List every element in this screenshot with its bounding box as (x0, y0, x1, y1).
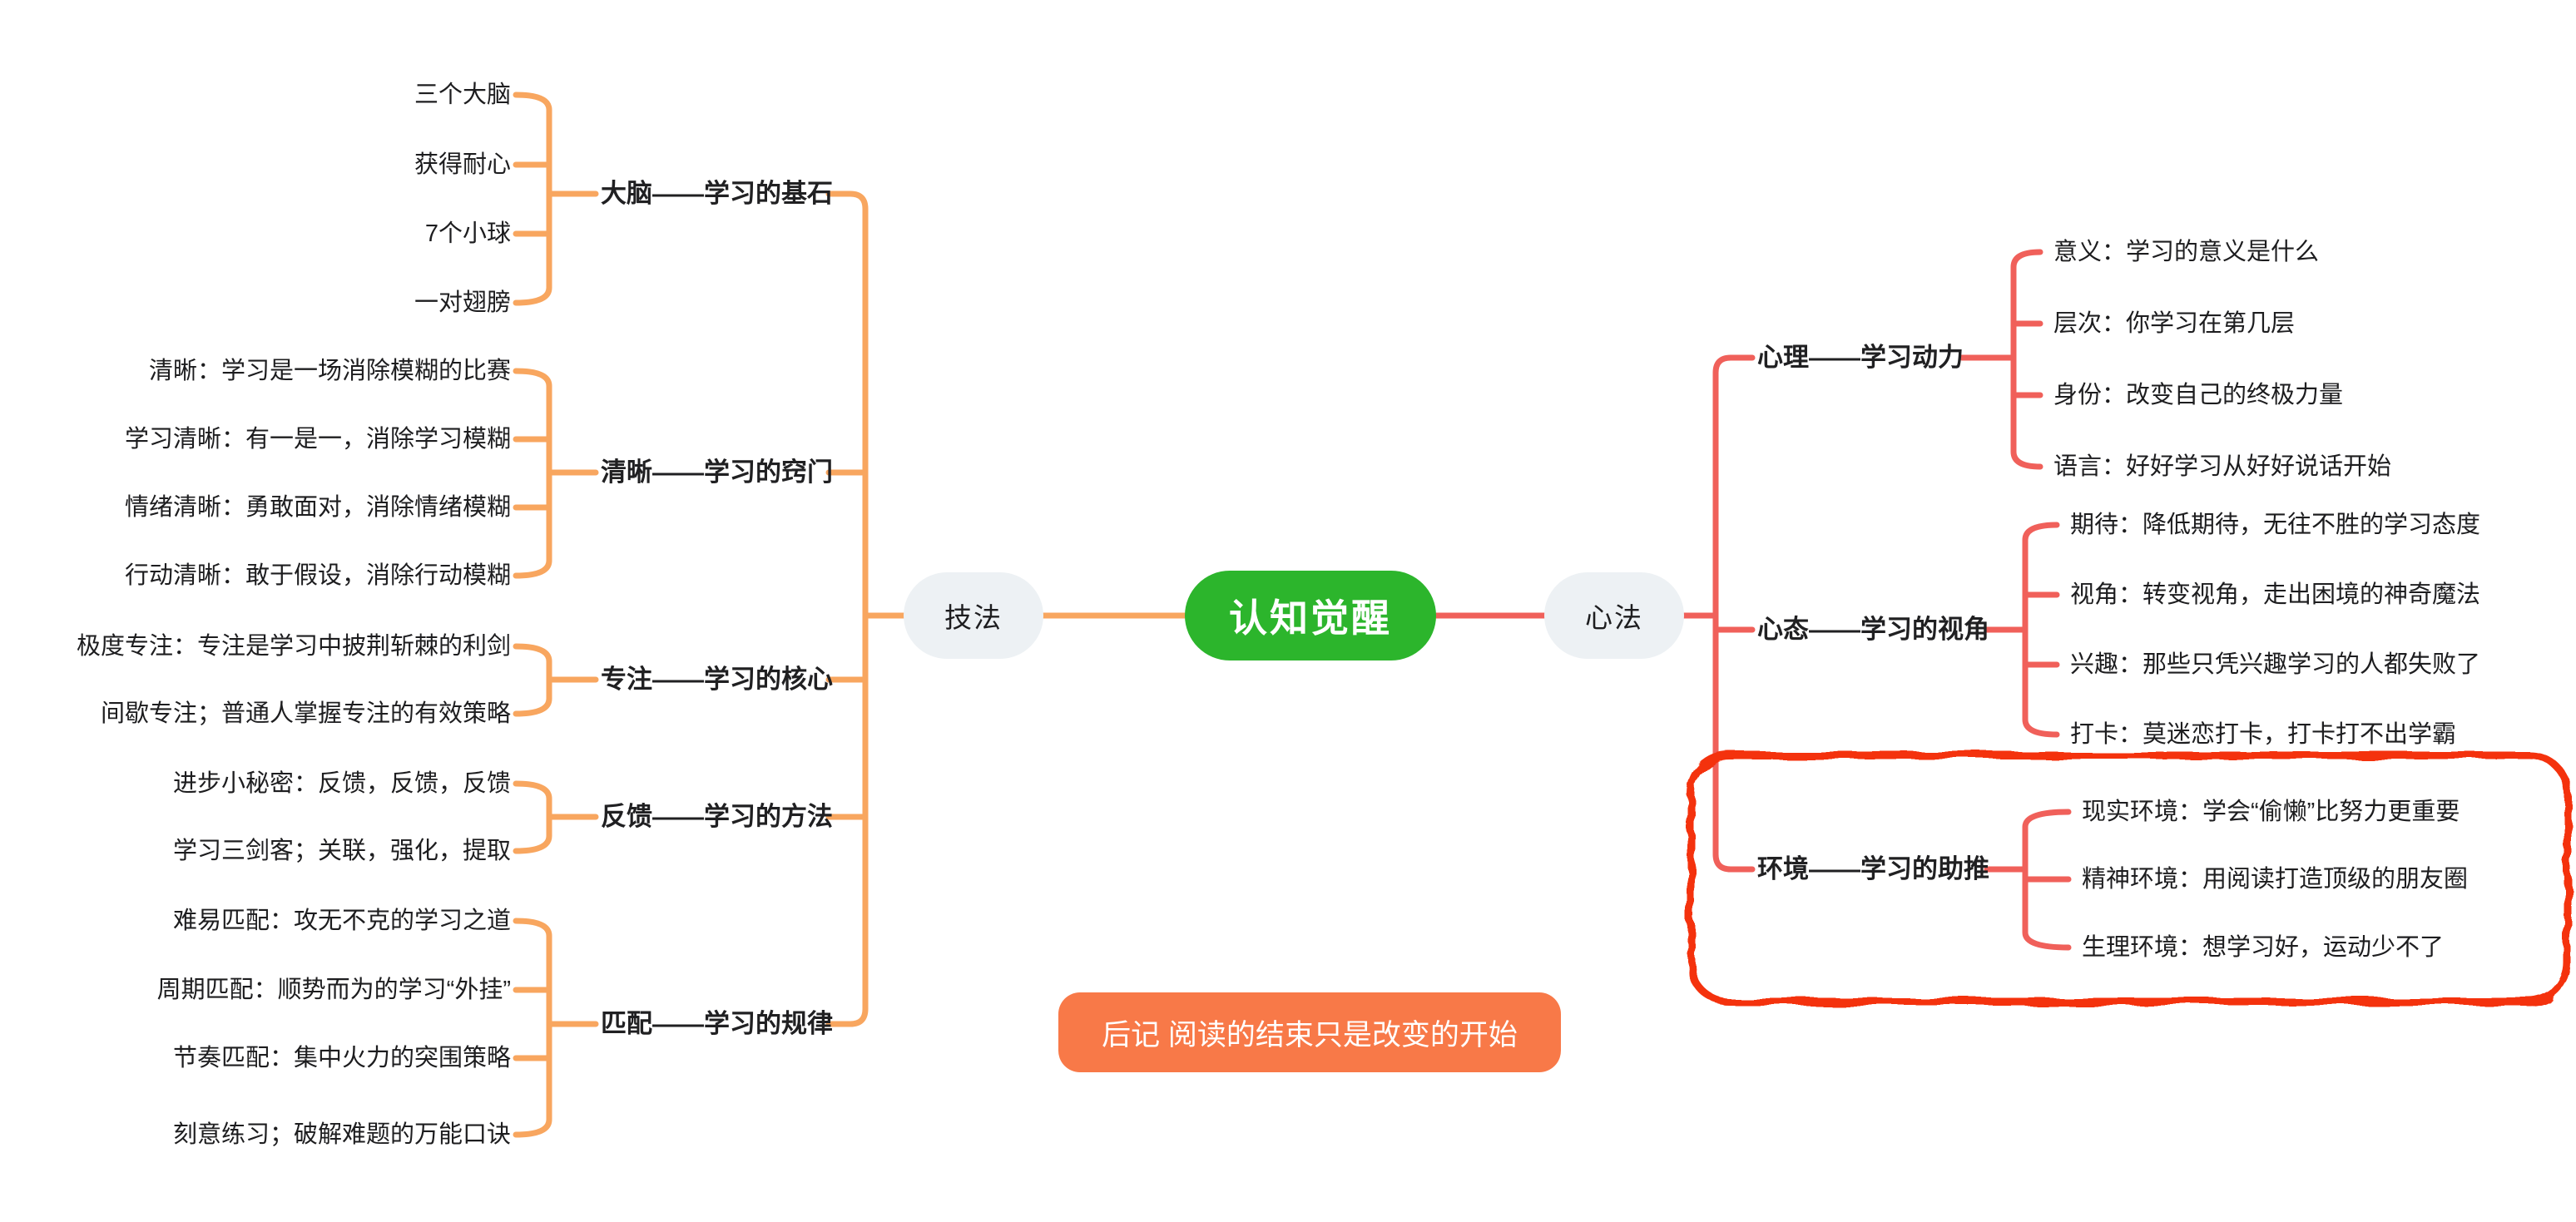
connector-line (513, 92, 552, 306)
topic-item[interactable]: 打卡：莫迷恋打卡，打卡打不出学霸 (2070, 721, 2457, 748)
connector-line (825, 190, 869, 1027)
topic-item[interactable]: 期待：降低期待，无往不胜的学习态度 (2070, 512, 2481, 538)
topic-item[interactable]: 清晰：学习是一场消除模糊的比赛 (148, 358, 511, 384)
branch-node-left[interactable]: 技法 (904, 572, 1043, 659)
topic-item[interactable]: 精神环境：用阅读打造顶级的朋友圈 (2082, 866, 2469, 893)
branch-right-label: 心法 (1585, 602, 1643, 633)
topic-item[interactable]: 刻意练习；破解难题的万能口诀 (172, 1121, 511, 1148)
topic-item[interactable]: 节奏匹配：集中火力的突围策略 (172, 1045, 511, 1071)
left-group-label-4[interactable]: 匹配——学习的规律 (601, 1009, 833, 1038)
topic-item[interactable]: 兴趣：那些只凭兴趣学习的人都失败了 (2070, 651, 2481, 678)
left-group-label-2[interactable]: 专注——学习的核心 (601, 665, 833, 694)
topic-item[interactable]: 行动清晰：敢于假设，消除行动模糊 (124, 562, 511, 589)
connector-line (1712, 354, 1756, 873)
topic-item[interactable]: 难易匹配：攻无不克的学习之道 (172, 908, 511, 934)
connectors (513, 92, 2072, 1138)
right-group-label-1[interactable]: 心态——学习的视角 (1757, 615, 1989, 644)
left-group-label-1[interactable]: 清晰——学习的窍门 (601, 458, 833, 487)
topic-item[interactable]: 情绪清晰：勇敢面对，消除情绪模糊 (124, 494, 511, 521)
topic-item[interactable]: 学习清晰：有一是一，消除学习模糊 (124, 426, 511, 453)
topic-item[interactable]: 生理环境：想学习好，运动少不了 (2082, 934, 2445, 961)
topic-item[interactable]: 语言：好好学习从好好说话开始 (2053, 453, 2392, 480)
branch-left-label: 技法 (944, 602, 1003, 633)
topic-item[interactable]: 一对翅膀 (414, 289, 511, 316)
connector-line (513, 368, 552, 579)
central-topic[interactable]: 认知觉醒 (1185, 571, 1436, 660)
topic-item[interactable]: 周期匹配：顺势而为的学习“外挂” (156, 977, 511, 1003)
topic-item[interactable]: 现实环境：学会“偷懒”比努力更重要 (2082, 799, 2460, 825)
topic-item[interactable]: 视角：转变视角，走出困境的神奇魔法 (2070, 581, 2481, 608)
connector-line (513, 918, 552, 1138)
topic-item[interactable]: 意义：学习的意义是什么 (2053, 239, 2320, 265)
topic-item[interactable]: 获得耐心 (414, 151, 511, 178)
left-group-label-3[interactable]: 反馈——学习的方法 (601, 802, 833, 831)
highlight-outline (1687, 751, 2572, 1006)
left-group-label-0[interactable]: 大脑——学习的基石 (601, 179, 833, 208)
postscript-node[interactable]: 后记 阅读的结束只是改变的开始 (1058, 992, 1561, 1072)
topic-item[interactable]: 三个大脑 (414, 82, 511, 108)
topic-item[interactable]: 间歇专注；普通人掌握专注的有效策略 (100, 700, 511, 727)
connector-line (2010, 249, 2043, 470)
right-group-label-0[interactable]: 心理——学习动力 (1757, 343, 1964, 372)
central-topic-label: 认知觉醒 (1229, 596, 1392, 640)
topic-item[interactable]: 身份：改变自己的终极力量 (2053, 382, 2344, 408)
connector-line (513, 643, 552, 717)
topic-item[interactable]: 学习三剑客；关联，强化，提取 (172, 838, 511, 864)
topic-item[interactable]: 极度专注：专注是学习中披荆斩棘的利剑 (76, 633, 511, 660)
topic-item[interactable]: 层次：你学习在第几层 (2053, 310, 2296, 337)
connector-line (513, 780, 552, 854)
right-group-label-2[interactable]: 环境——学习的助推 (1757, 854, 1989, 883)
topic-item[interactable]: 7个小球 (424, 220, 511, 247)
connector-line (2022, 522, 2060, 738)
postscript-label: 后记 阅读的结束只是改变的开始 (1102, 1018, 1518, 1051)
branch-node-right[interactable]: 心法 (1544, 572, 1684, 659)
topic-item[interactable]: 进步小秘密：反馈，反馈，反馈 (172, 770, 511, 797)
